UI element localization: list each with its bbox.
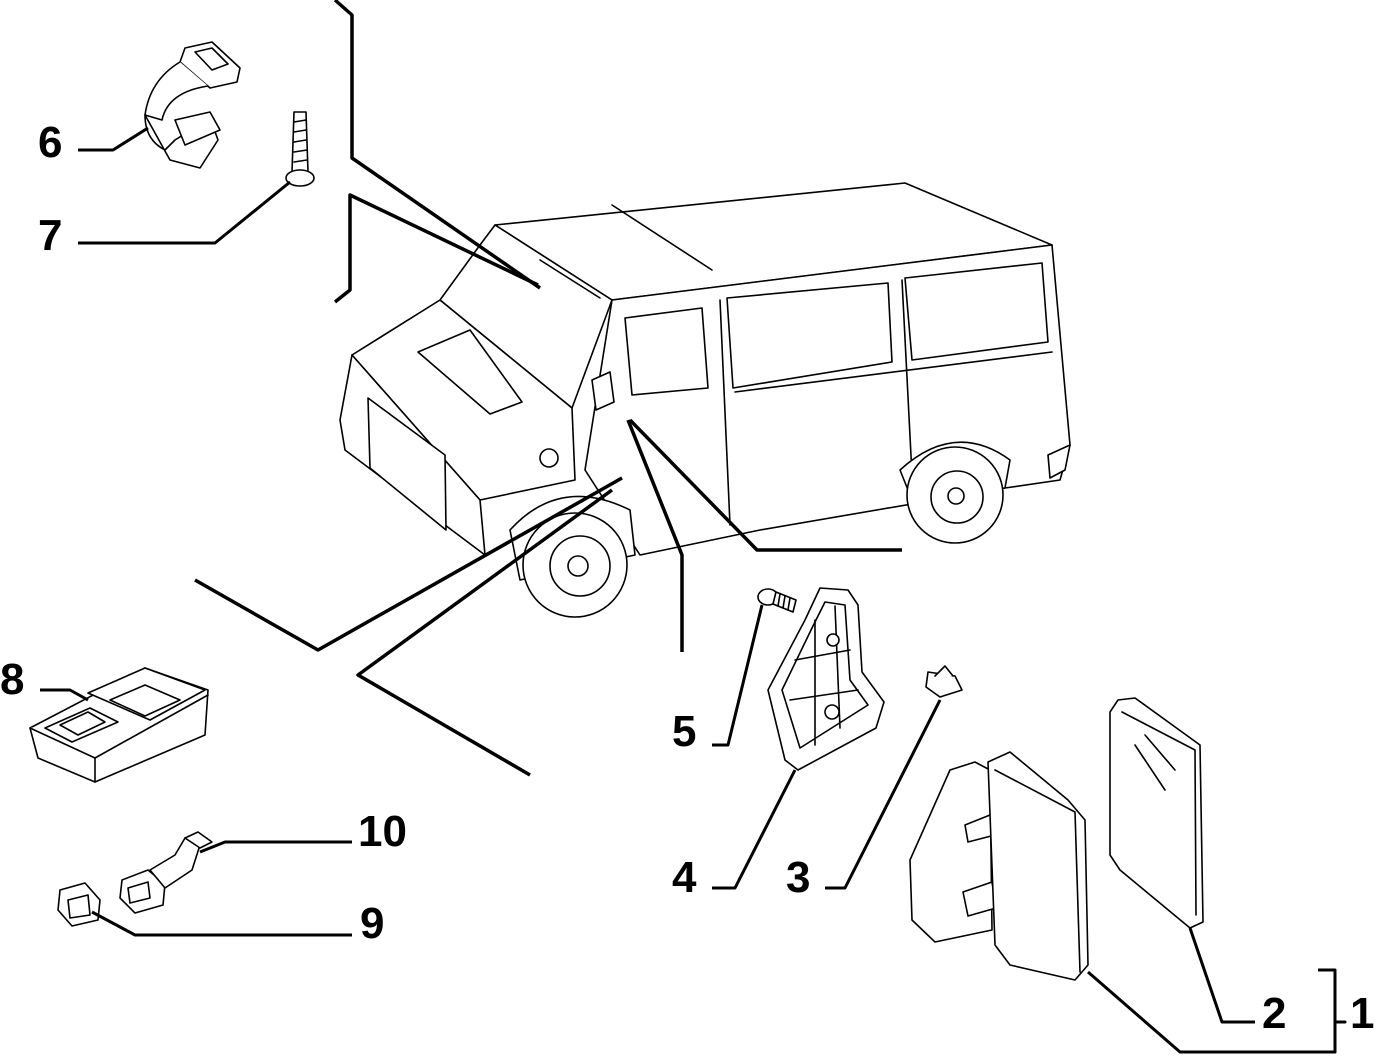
pointer-lines (194, 0, 902, 777)
leader-10 (199, 840, 352, 854)
leader-3 (825, 699, 942, 890)
part-4-mirror-bracket (767, 587, 885, 771)
callout-6: 6 (38, 118, 62, 167)
van-illustration (339, 182, 1071, 618)
part-6-connector-cable (144, 41, 241, 169)
leader-lines (40, 126, 1347, 1054)
leader-2 (1188, 927, 1255, 1024)
part-3-clip (925, 665, 963, 698)
part-1-mirror-assembly (909, 751, 1089, 981)
callout-8: 8 (0, 655, 24, 704)
leader-8 (40, 688, 89, 702)
callout-5: 5 (672, 707, 696, 756)
leader-9 (91, 910, 352, 937)
part-2-mirror-glass (1109, 697, 1204, 929)
callout-9: 9 (360, 899, 384, 948)
part-9-connector (57, 882, 101, 927)
callout-4: 4 (672, 853, 697, 902)
leader-4 (712, 769, 797, 890)
leader-5 (712, 604, 764, 747)
part-7-bolt (285, 111, 315, 187)
part-10-connector-wire (119, 831, 213, 914)
callout-10: 10 (358, 807, 407, 856)
callout-7: 7 (38, 211, 62, 260)
leader-7 (78, 180, 291, 245)
callout-labels: 6 7 8 5 10 4 3 9 2 1 (0, 118, 1374, 1038)
leader-1-bracket (1087, 968, 1347, 1054)
callout-2: 2 (1262, 989, 1286, 1038)
callout-3: 3 (786, 853, 810, 902)
part-5-screw (757, 588, 797, 613)
callout-1: 1 (1350, 989, 1374, 1038)
leader-6 (78, 126, 149, 152)
part-8-switch (29, 667, 209, 783)
